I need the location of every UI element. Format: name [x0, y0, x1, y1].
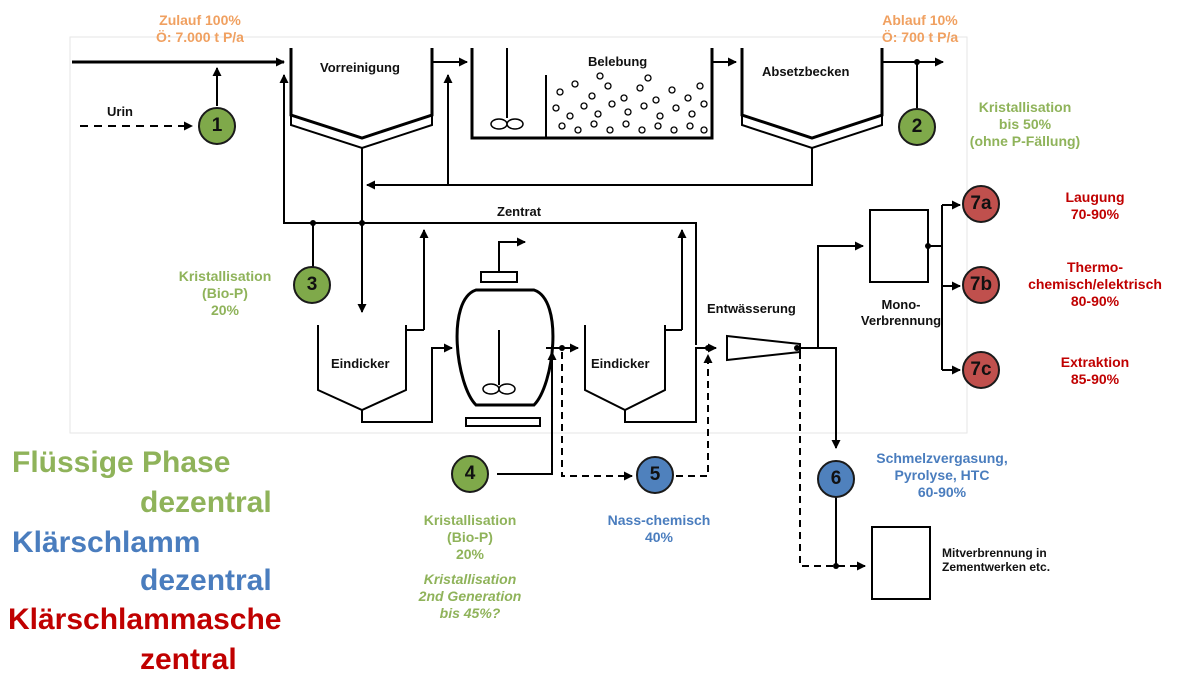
centrifuge — [726, 334, 801, 362]
vorreinigung-tank — [289, 48, 434, 140]
zentrat-label: Zentrat — [497, 204, 542, 219]
return-sludge-line — [366, 148, 813, 190]
mono-verbrennung-box — [869, 209, 929, 283]
legend-fluessige-phase: Flüssige Phase — [12, 446, 231, 479]
diagram-frame — [69, 36, 968, 434]
digester-vessel — [455, 288, 555, 407]
entwaesserung-label: Entwässerung — [707, 301, 796, 316]
p7c-annotation: Extraktion 85-90% — [1060, 354, 1130, 387]
point-7b: 7b — [962, 266, 1000, 304]
point-2: 2 — [898, 108, 936, 146]
zulauf-label: Zulauf 100% Ö: 7.000 t P/a — [156, 12, 244, 45]
belebung-label: Belebung — [588, 54, 648, 69]
p4-italic-annotation: Kristallisation 2nd Generation bis 45%? — [418, 571, 522, 621]
p3-annotation: Kristallisation (Bio-P) 20% — [178, 268, 272, 318]
point-7c: 7c — [962, 351, 1000, 389]
p7b-annotation: Thermo- chemisch/elektrisch 80-90% — [1028, 259, 1162, 309]
absetzbecken-tank — [740, 48, 884, 140]
point-1: 1 — [198, 107, 236, 145]
p4-annotation: Kristallisation (Bio-P) 20% — [423, 512, 517, 562]
point-3: 3 — [293, 266, 331, 304]
belebung-tank — [470, 48, 714, 140]
p5-annotation: Nass-chemisch 40% — [607, 512, 711, 545]
legend-dezentral-2: dezentral — [140, 564, 272, 597]
aeration-bubbles — [552, 72, 708, 134]
point-4: 4 — [451, 455, 489, 493]
legend-zentral: zentral — [140, 643, 237, 676]
legend-klaerschlammasche: Klärschlammasche — [8, 603, 282, 636]
ablauf-label: Ablauf 10% Ö: 700 t P/a — [881, 12, 959, 45]
mitverbrennung-box — [871, 526, 931, 600]
urin-label: Urin — [107, 104, 133, 119]
vorreinigung-label: Vorreinigung — [320, 60, 400, 75]
point-6: 6 — [817, 460, 855, 498]
p7a-annotation: Laugung 70-90% — [1065, 189, 1125, 222]
p2-annotation: Kristallisation bis 50% (ohne P-Fällung) — [969, 99, 1081, 149]
p6-annotation: Schmelzvergasung, Pyrolyse, HTC 60-90% — [876, 450, 1008, 500]
mono-verbrennung-label: Mono- Verbrennung — [860, 297, 942, 328]
stirrer-digester — [482, 383, 516, 395]
point-7a: 7a — [962, 185, 1000, 223]
eindicker-2-label: Eindicker — [591, 356, 650, 371]
mitverbrennung-label: Mitverbrennung in Zementwerken etc. — [942, 546, 1051, 575]
absetzbecken-label: Absetzbecken — [762, 64, 850, 79]
stirrer-belebung — [490, 118, 524, 130]
legend-klaerschlamm: Klärschlamm — [12, 526, 201, 559]
zentrat-line — [279, 74, 697, 345]
eindicker-1-label: Eindicker — [331, 356, 390, 371]
legend-dezentral-1: dezentral — [140, 486, 272, 519]
point-5: 5 — [636, 456, 674, 494]
